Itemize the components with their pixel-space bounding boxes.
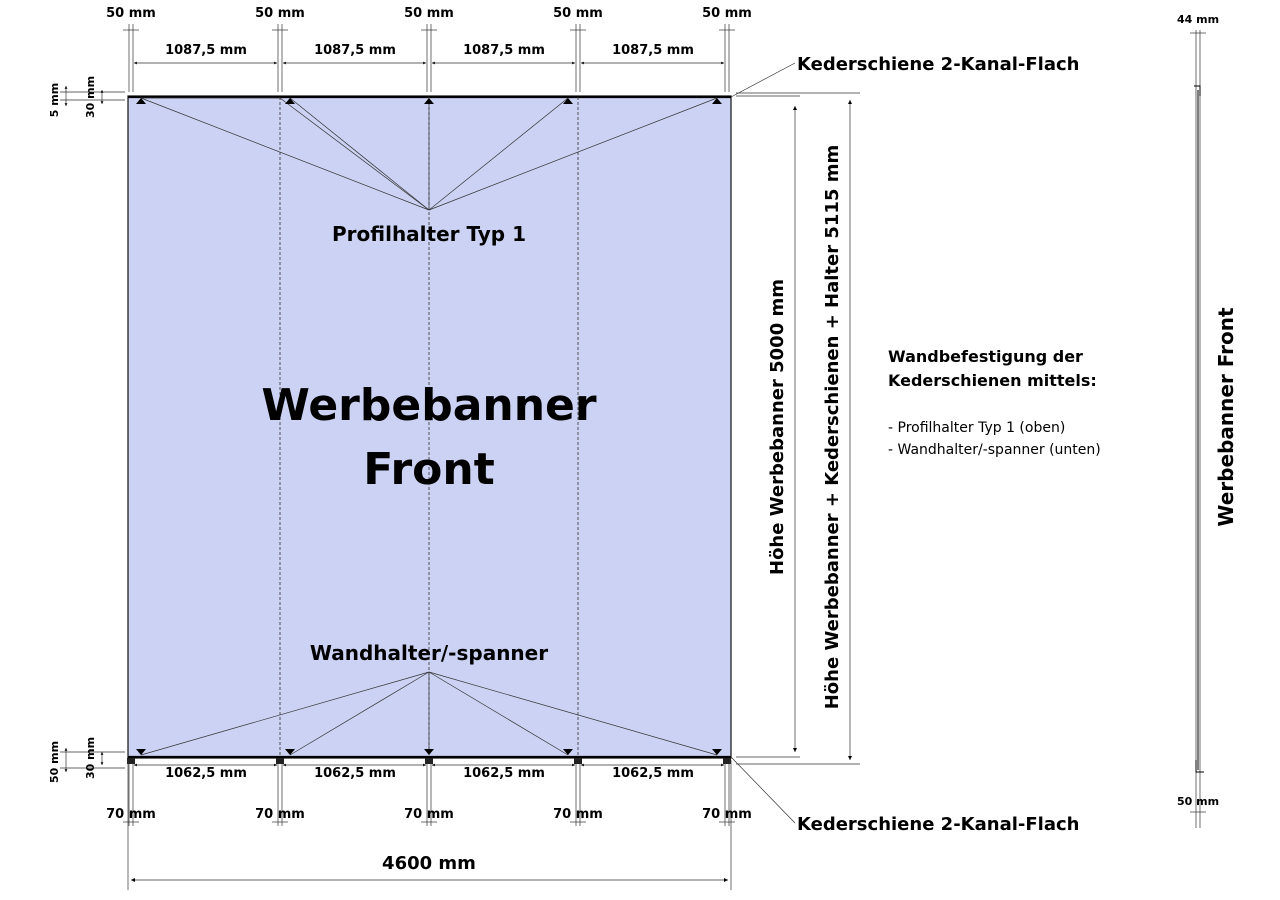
rail-callout-leader (730, 62, 796, 98)
top-gap-label: 50 mm (702, 6, 752, 21)
top-span-label: 1087,5 mm (612, 43, 694, 58)
banner-title-line2: Front (363, 444, 495, 495)
bottom-span-label: 1062,5 mm (463, 766, 545, 781)
dim-bottom-rail: 30 mm (84, 737, 97, 779)
notes-item: - Profilhalter Typ 1 (oben) (888, 420, 1065, 436)
wall-holder-arrow (563, 749, 573, 755)
bottom-span-label: 1062,5 mm (314, 766, 396, 781)
rail-callout-leader (730, 756, 796, 824)
profile-holder-mark (136, 98, 146, 104)
top-span-label: 1087,5 mm (165, 43, 247, 58)
profile-holder-mark (285, 98, 295, 104)
wall-holder-mark (425, 758, 433, 764)
wall-holder-mark (723, 758, 731, 764)
bottom-gap-label: 70 mm (553, 807, 603, 822)
bottom-gap-labels: 70 mm 70 mm 70 mm 70 mm 70 mm (106, 807, 752, 822)
wall-holder-arrow (136, 749, 146, 755)
rail-callout-bottom: Kederschiene 2-Kanal-Flach (797, 814, 1079, 835)
side-view-label: Werbebanner Front (1214, 307, 1238, 527)
mounting-notes: Wandbefestigung der Kederschienen mittel… (888, 347, 1101, 458)
holder-pointer-line (428, 671, 569, 756)
holder-pointer-line (289, 671, 430, 756)
top-gap-label: 50 mm (106, 6, 156, 21)
top-gap-labels: 50 mm 50 mm 50 mm 50 mm 50 mm (106, 6, 752, 21)
profile-holder-mark (712, 98, 722, 104)
notes-heading-line2: Kederschienen mittels: (888, 371, 1097, 390)
holder-top-label: Profilhalter Typ 1 (332, 222, 526, 246)
top-span-labels: 1087,5 mm 1087,5 mm 1087,5 mm 1087,5 mm (165, 43, 694, 58)
rail-callout-top: Kederschiene 2-Kanal-Flach (797, 54, 1079, 75)
side-view-top-dim: 44 mm (1177, 13, 1219, 26)
wall-holder-mark (276, 758, 284, 764)
side-view: 44 mm 50 mm Werbebanner Front (1177, 13, 1238, 808)
profile-holder-mark (424, 98, 434, 104)
wall-holder-mark (574, 758, 582, 764)
side-view-top-hook (1194, 85, 1201, 96)
width-total-label: 4600 mm (382, 853, 476, 874)
wall-holder-arrow (712, 749, 722, 755)
bottom-gap-label: 70 mm (106, 807, 156, 822)
dim-bottom-outer: 50 mm (48, 741, 61, 783)
wall-holder-arrow (285, 749, 295, 755)
dim-top-small: 5 mm (48, 83, 61, 117)
profile-holder-mark (563, 98, 573, 104)
holder-pointer-line (428, 671, 718, 756)
wall-holder-mark (127, 758, 135, 764)
notes-heading-line1: Wandbefestigung der (888, 347, 1083, 366)
top-gap-label: 50 mm (404, 6, 454, 21)
top-gap-label: 50 mm (553, 6, 603, 21)
bottom-span-label: 1062,5 mm (165, 766, 247, 781)
top-span-label: 1087,5 mm (314, 43, 396, 58)
holder-pointer-line (428, 97, 718, 211)
banner-area (127, 95, 732, 759)
top-gap-label: 50 mm (255, 6, 305, 21)
drawing-lines (60, 24, 1206, 890)
holder-pointer-line (140, 671, 430, 756)
bottom-gap-label: 70 mm (404, 807, 454, 822)
side-view-bottom-hook (1195, 760, 1204, 773)
side-view-bottom-dim: 50 mm (1177, 795, 1219, 808)
holder-pointer-line (140, 97, 430, 211)
notes-item: - Wandhalter/-spanner (unten) (888, 442, 1101, 458)
dim-top-rail: 30 mm (84, 76, 97, 118)
bottom-gap-label: 70 mm (255, 807, 305, 822)
holder-bottom-label: Wandhalter/-spanner (310, 641, 548, 665)
bottom-span-label: 1062,5 mm (612, 766, 694, 781)
wall-holder-arrow (424, 749, 434, 755)
bottom-span-labels: 1062,5 mm 1062,5 mm 1062,5 mm 1062,5 mm (165, 766, 694, 781)
top-span-label: 1087,5 mm (463, 43, 545, 58)
height-total-label: Höhe Werbebanner + Kederschienen + Halte… (822, 145, 843, 710)
bottom-gap-label: 70 mm (702, 807, 752, 822)
holder-pointer-line (279, 97, 430, 211)
holder-pointer-line (289, 97, 430, 211)
banner-title-line1: Werbebanner (261, 380, 597, 431)
holder-pointer-line (428, 97, 569, 211)
height-banner-label: Höhe Werbebanner 5000 mm (767, 279, 788, 575)
